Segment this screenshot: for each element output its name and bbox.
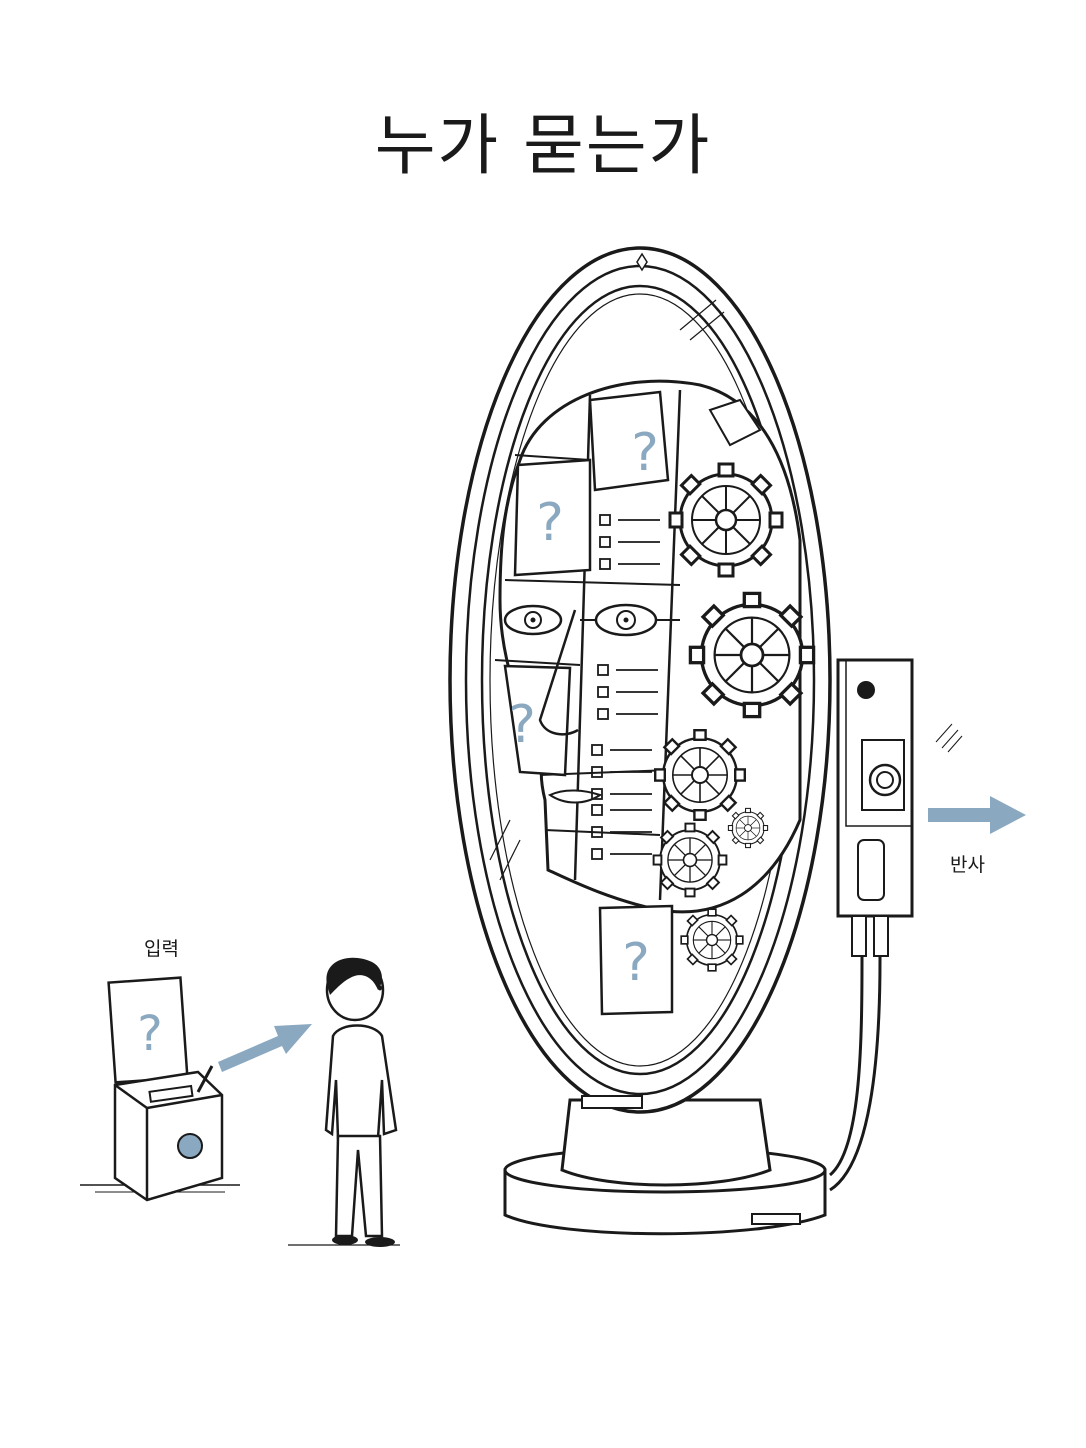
arrow-reflect-icon (928, 796, 1026, 834)
page-title: 누가 묻는가 (374, 107, 712, 184)
question-mark-forehead: ? (631, 423, 659, 483)
input-box-icon: ? (80, 976, 240, 1202)
question-mark-neck: ? (622, 933, 650, 993)
question-mark-temple: ? (536, 493, 564, 553)
person-icon (288, 957, 400, 1247)
mirror-base (503, 1098, 827, 1236)
question-mark-input: ? (137, 1006, 162, 1062)
arrow-right-icon (218, 1024, 312, 1072)
gear-icon (652, 398, 816, 972)
question-mark-cheek: ? (508, 695, 536, 755)
control-panel (829, 658, 914, 1192)
input-label: 입력 (144, 938, 179, 960)
reflect-label: 반사 (950, 854, 985, 876)
sparkle-lines (935, 723, 963, 753)
